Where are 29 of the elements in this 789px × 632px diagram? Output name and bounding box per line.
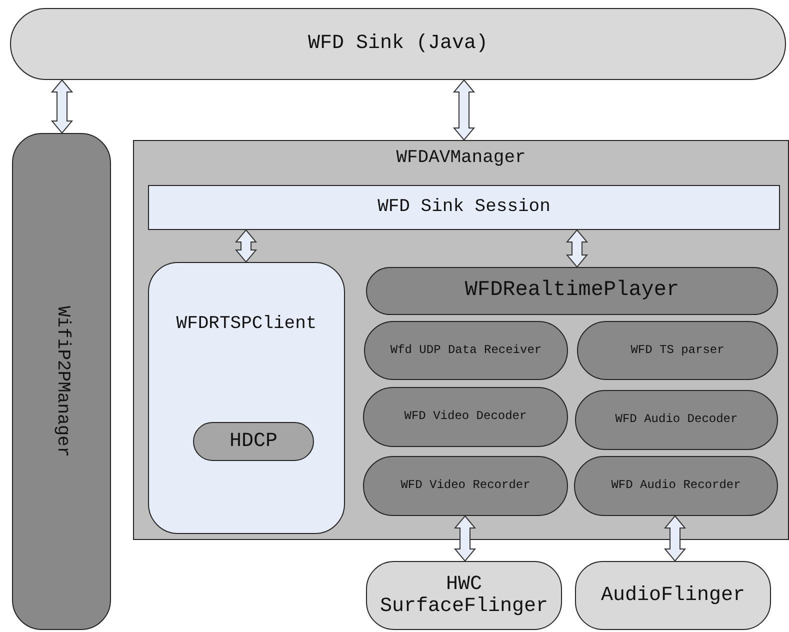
component-box [148,262,345,534]
node-label: WFD TS parser [630,344,724,358]
double-arrow [234,229,258,263]
node-label: WFD Audio Recorder [611,479,741,493]
node-label: AudioFlinger [600,584,746,606]
node-label: WFD Video Recorder [400,479,530,493]
node-label: HDCP [229,430,278,452]
container-panel [133,140,789,540]
component-box [148,185,780,230]
double-arrow [664,515,686,562]
node-label: WFDAVManager [396,149,526,169]
double-arrow [50,79,74,134]
node-label: WFD Audio Decoder [615,413,738,427]
node-label: WFD Sink (Java) [308,33,488,55]
node-label: WFDRTSPClient [176,315,317,335]
component-box [366,267,778,315]
node-label: WFD Video Decoder [404,410,527,424]
component-box [575,561,771,630]
component-box [366,561,562,630]
component-box [193,422,314,461]
node-label: HWC SurfaceFlinger [378,574,550,618]
double-arrow [454,515,476,562]
component-box [12,133,111,630]
node-label: WFD Sink Session [378,198,550,218]
node-label: WifiP2PManager [52,306,72,458]
node-label: Wfd UDP Data Receiver [390,344,542,358]
double-arrow [566,229,588,268]
node-label: WFDRealtimePlayer [464,279,680,303]
double-arrow [452,79,476,141]
